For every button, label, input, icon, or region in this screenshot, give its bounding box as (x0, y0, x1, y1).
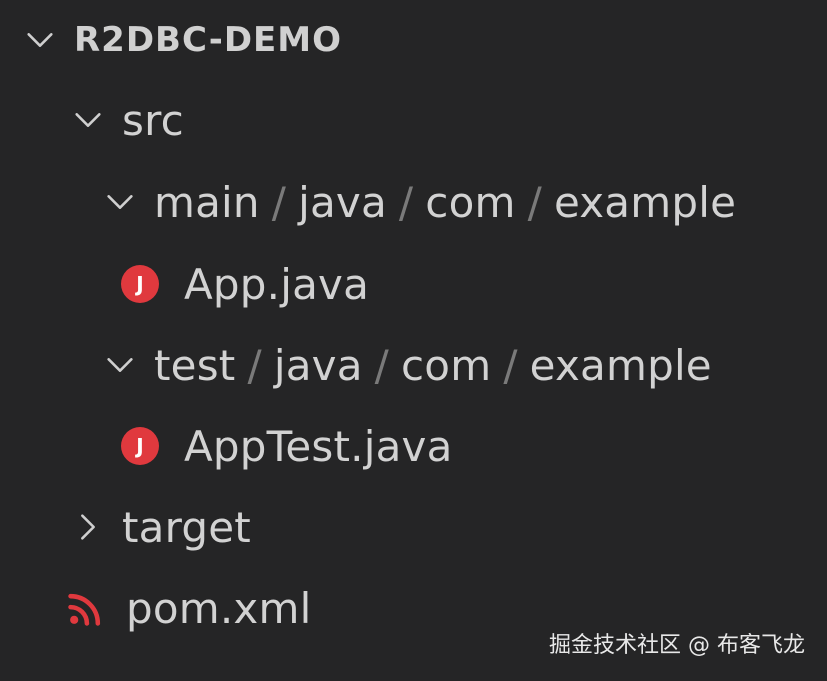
app-java-label: App.java (184, 259, 370, 309)
path-separator: / (527, 177, 542, 227)
root-folder-label: R2DBC-DEMO (74, 20, 343, 60)
java-file-icon: J (118, 424, 162, 468)
chevron-down-icon[interactable] (100, 345, 140, 385)
svg-text:J: J (134, 434, 143, 458)
test-path-label: test/java/com/example (154, 341, 712, 390)
path-segment: example (529, 340, 712, 390)
apptest-java-label: AppTest.java (184, 421, 453, 471)
path-separator: / (374, 340, 389, 390)
svg-text:J: J (134, 272, 143, 296)
pom-xml-label: pom.xml (126, 583, 312, 633)
chevron-down-icon[interactable] (100, 182, 140, 222)
chevron-right-icon[interactable] (68, 507, 108, 547)
path-separator: / (503, 340, 518, 390)
path-segment: java (298, 177, 387, 227)
path-segment: main (154, 177, 260, 227)
tree-item-apptest-java[interactable]: J AppTest.java (0, 406, 827, 486)
tree-item-main-path[interactable]: main/java/com/example (0, 162, 827, 242)
tree-item-pom-xml[interactable]: pom.xml (0, 568, 827, 648)
target-folder-label: target (122, 502, 251, 552)
java-file-icon: J (118, 262, 162, 306)
path-separator: / (247, 340, 262, 390)
chevron-down-icon[interactable] (20, 20, 60, 60)
main-path-label: main/java/com/example (154, 178, 736, 227)
path-segment: com (425, 177, 516, 227)
src-folder-label: src (122, 95, 184, 145)
chevron-down-icon[interactable] (68, 100, 108, 140)
path-segment: java (273, 340, 363, 390)
rss-feed-icon (64, 586, 108, 630)
tree-item-target[interactable]: target (0, 487, 827, 567)
tree-item-test-path[interactable]: test/java/com/example (0, 325, 827, 405)
tree-item-app-java[interactable]: J App.java (0, 244, 827, 324)
path-segment: test (154, 340, 236, 390)
path-separator: / (398, 177, 414, 227)
tree-item-src[interactable]: src (0, 80, 827, 160)
path-segment: example (553, 177, 737, 227)
tree-item-root-folder[interactable]: R2DBC-DEMO (0, 0, 827, 80)
path-segment: com (401, 340, 492, 390)
path-separator: / (271, 177, 287, 227)
watermark-text: 掘金技术社区 @ 布客飞龙 (549, 633, 805, 658)
